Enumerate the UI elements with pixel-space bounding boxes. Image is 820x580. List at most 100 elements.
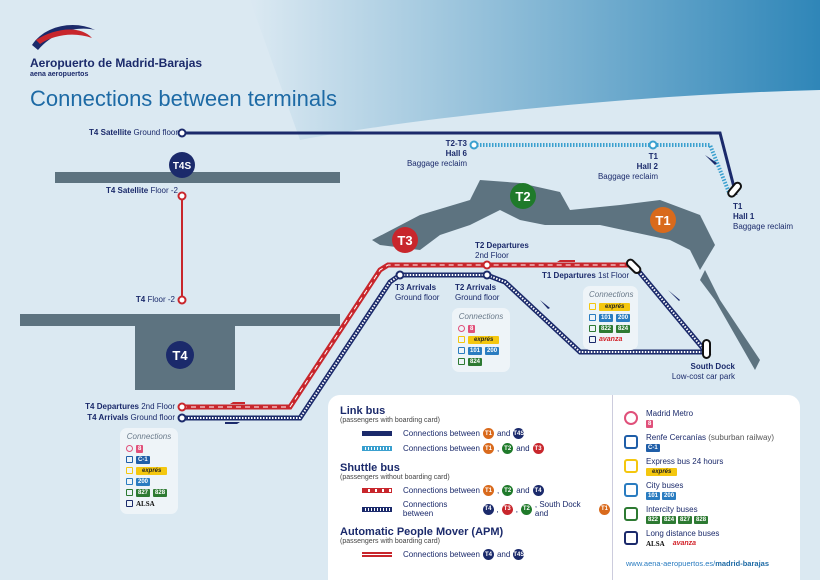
legend-sep: and — [516, 486, 530, 495]
t3-badge — [392, 227, 418, 253]
city-bus-line: 200 — [136, 477, 151, 486]
legend-sep: , — [496, 486, 500, 495]
label-t4-floor: T4 Floor -2 — [135, 295, 175, 304]
legend-text: Connections between — [403, 429, 480, 438]
t1-badge-small: T1 — [482, 428, 494, 439]
legend-apm-subtitle: (passengers with boarding card) — [340, 538, 440, 545]
avanza-logo: avanza — [599, 336, 623, 343]
intercity-line: 828 — [694, 516, 709, 524]
express-bus-icon — [126, 467, 133, 474]
t4s-building — [55, 172, 340, 183]
url-plain: www.aena-aeropuertos.es/ — [626, 559, 716, 568]
legend-services: Madrid Metro 8 Renfe Cercanías (suburban … — [624, 409, 799, 553]
t4-badge-small: T4 — [532, 485, 544, 496]
legend-sep: and — [496, 550, 511, 559]
t1-badge-small: T1 — [482, 485, 494, 496]
city-bus-icon — [458, 347, 465, 354]
service-name: Renfe Cercanías — [646, 433, 707, 442]
label-t4-satellite-ground: T4 Satellite Ground floor — [89, 128, 178, 137]
legend-sep: , South Dock and — [534, 500, 581, 518]
t3-badge-small: T3 — [532, 443, 544, 454]
service-renfe: Renfe Cercanías (suburban railway)C-1 — [624, 433, 799, 452]
avanza-logo: avanza — [672, 540, 697, 547]
express-tag: exprés — [599, 302, 631, 311]
city-bus-icon — [126, 478, 133, 485]
website-link[interactable]: www.aena-aeropuertos.es/madrid-barajas — [626, 559, 769, 568]
city-bus-line: 200 — [485, 346, 500, 355]
intercity-bus-icon — [458, 358, 465, 365]
city-bus-icon — [589, 314, 596, 321]
city-bus-line: 101 — [646, 492, 661, 500]
t4-badge-label: T4 — [172, 348, 188, 363]
express-bus-icon — [624, 459, 638, 473]
t4-badge-small: T4 — [482, 503, 494, 515]
service-metro: Madrid Metro 8 — [624, 409, 799, 428]
connections-heading: Connections — [458, 312, 504, 321]
intercity-line: 824 — [616, 324, 631, 333]
header-swoosh — [250, 0, 820, 140]
intercity-line: 827 — [678, 516, 693, 524]
link-bus-t1-t4s-line — [182, 131, 738, 196]
intercity-bus-icon — [589, 325, 596, 332]
t4-badge — [166, 341, 194, 369]
legend-divider — [612, 395, 613, 580]
intercity-bus-icon — [624, 507, 638, 521]
city-bus-icon — [624, 483, 638, 497]
service-name: Long distance buses — [646, 529, 720, 538]
express-bus-icon — [458, 336, 465, 343]
t3-badge-label: T3 — [397, 233, 412, 248]
city-bus-line: 200 — [662, 492, 677, 500]
lightblue-dotted-swatch — [362, 446, 392, 451]
intercity-bus-icon — [126, 489, 133, 496]
service-name: Express bus 24 hours — [646, 457, 724, 466]
metro-icon — [458, 325, 465, 332]
url-bold: madrid-barajas — [715, 559, 769, 568]
metro-icon — [126, 445, 133, 452]
intercity-line: 828 — [153, 488, 168, 497]
t1-badge-label: T1 — [655, 213, 670, 228]
city-bus-line: 101 — [599, 313, 614, 322]
intercity-line: 824 — [468, 357, 483, 366]
train-icon — [624, 435, 638, 449]
t4-badge-small: T4 — [482, 549, 494, 560]
long-distance-bus-icon — [589, 336, 596, 343]
legend-lines: Link bus (passengers with boarding card)… — [340, 405, 610, 564]
legend-apm-title: Automatic People Mover (APM) — [340, 526, 504, 538]
legend-sep: , — [515, 504, 518, 514]
t2-badge-small: T2 — [502, 485, 514, 496]
legend-link-bus-subtitle: (passengers with boarding card) — [340, 417, 440, 424]
legend-text: Connections between — [403, 550, 480, 559]
legend-sep: , — [496, 444, 500, 453]
connections-heading: Connections — [589, 290, 634, 299]
metro-line: 8 — [136, 444, 144, 453]
aena-logo — [32, 25, 95, 50]
service-name: Madrid Metro — [646, 409, 694, 418]
legend-text: Connections between — [403, 444, 480, 453]
link-bus-t1-t2-t3-line — [474, 143, 732, 196]
long-distance-bus-icon — [126, 500, 133, 507]
metro-line: 8 — [646, 420, 654, 428]
t2-badge-small: T2 — [520, 503, 532, 515]
train-icon — [126, 456, 133, 463]
express-tag: exprés — [646, 468, 678, 476]
connections-heading: Connections — [126, 432, 172, 441]
legend-sep: and — [516, 444, 530, 453]
navy-dotted-swatch — [362, 506, 392, 512]
t4s-badge-label: T4S — [173, 161, 192, 172]
t4-building — [20, 314, 340, 326]
legend-link-bus-title: Link bus — [340, 405, 386, 417]
label-t4-satellite-floor: T4 Satellite Floor -2 — [105, 186, 178, 195]
